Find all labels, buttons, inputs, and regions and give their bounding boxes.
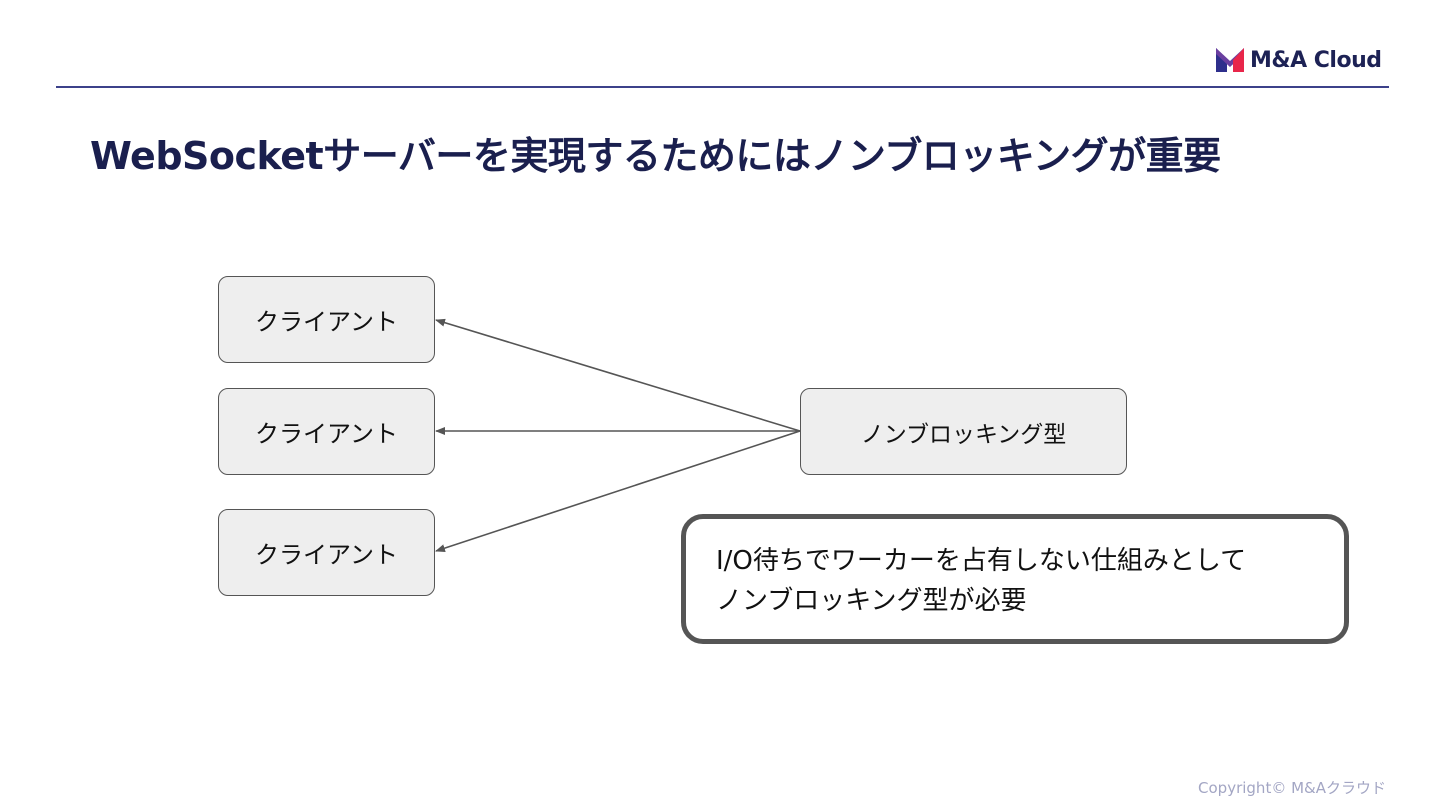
copyright-text: Copyright© M&Aクラウド (1198, 779, 1386, 797)
client-node: クライアント (218, 388, 435, 475)
logo-text: M&A Cloud (1250, 47, 1382, 73)
arrow-server-client-3 (435, 424, 810, 552)
client-node: クライアント (218, 509, 435, 596)
note-line: ノンブロッキング型が必要 (716, 586, 1027, 616)
arrow-server-client-1 (435, 318, 810, 438)
note-line: I/O待ちでワーカーを占有しない仕組みとして (716, 546, 1247, 576)
header-divider (56, 86, 1389, 88)
server-node: ノンブロッキング型 (800, 388, 1127, 475)
client-node: クライアント (218, 276, 435, 363)
note-box: I/O待ちでワーカーを占有しない仕組みとして ノンブロッキング型が必要 (681, 514, 1349, 644)
ma-cloud-logo-icon (1216, 48, 1244, 72)
ma-cloud-logo: M&A Cloud (1216, 44, 1392, 76)
slide-title: WebSocketサーバーを実現するためにはノンブロッキングが重要 (90, 134, 1221, 178)
